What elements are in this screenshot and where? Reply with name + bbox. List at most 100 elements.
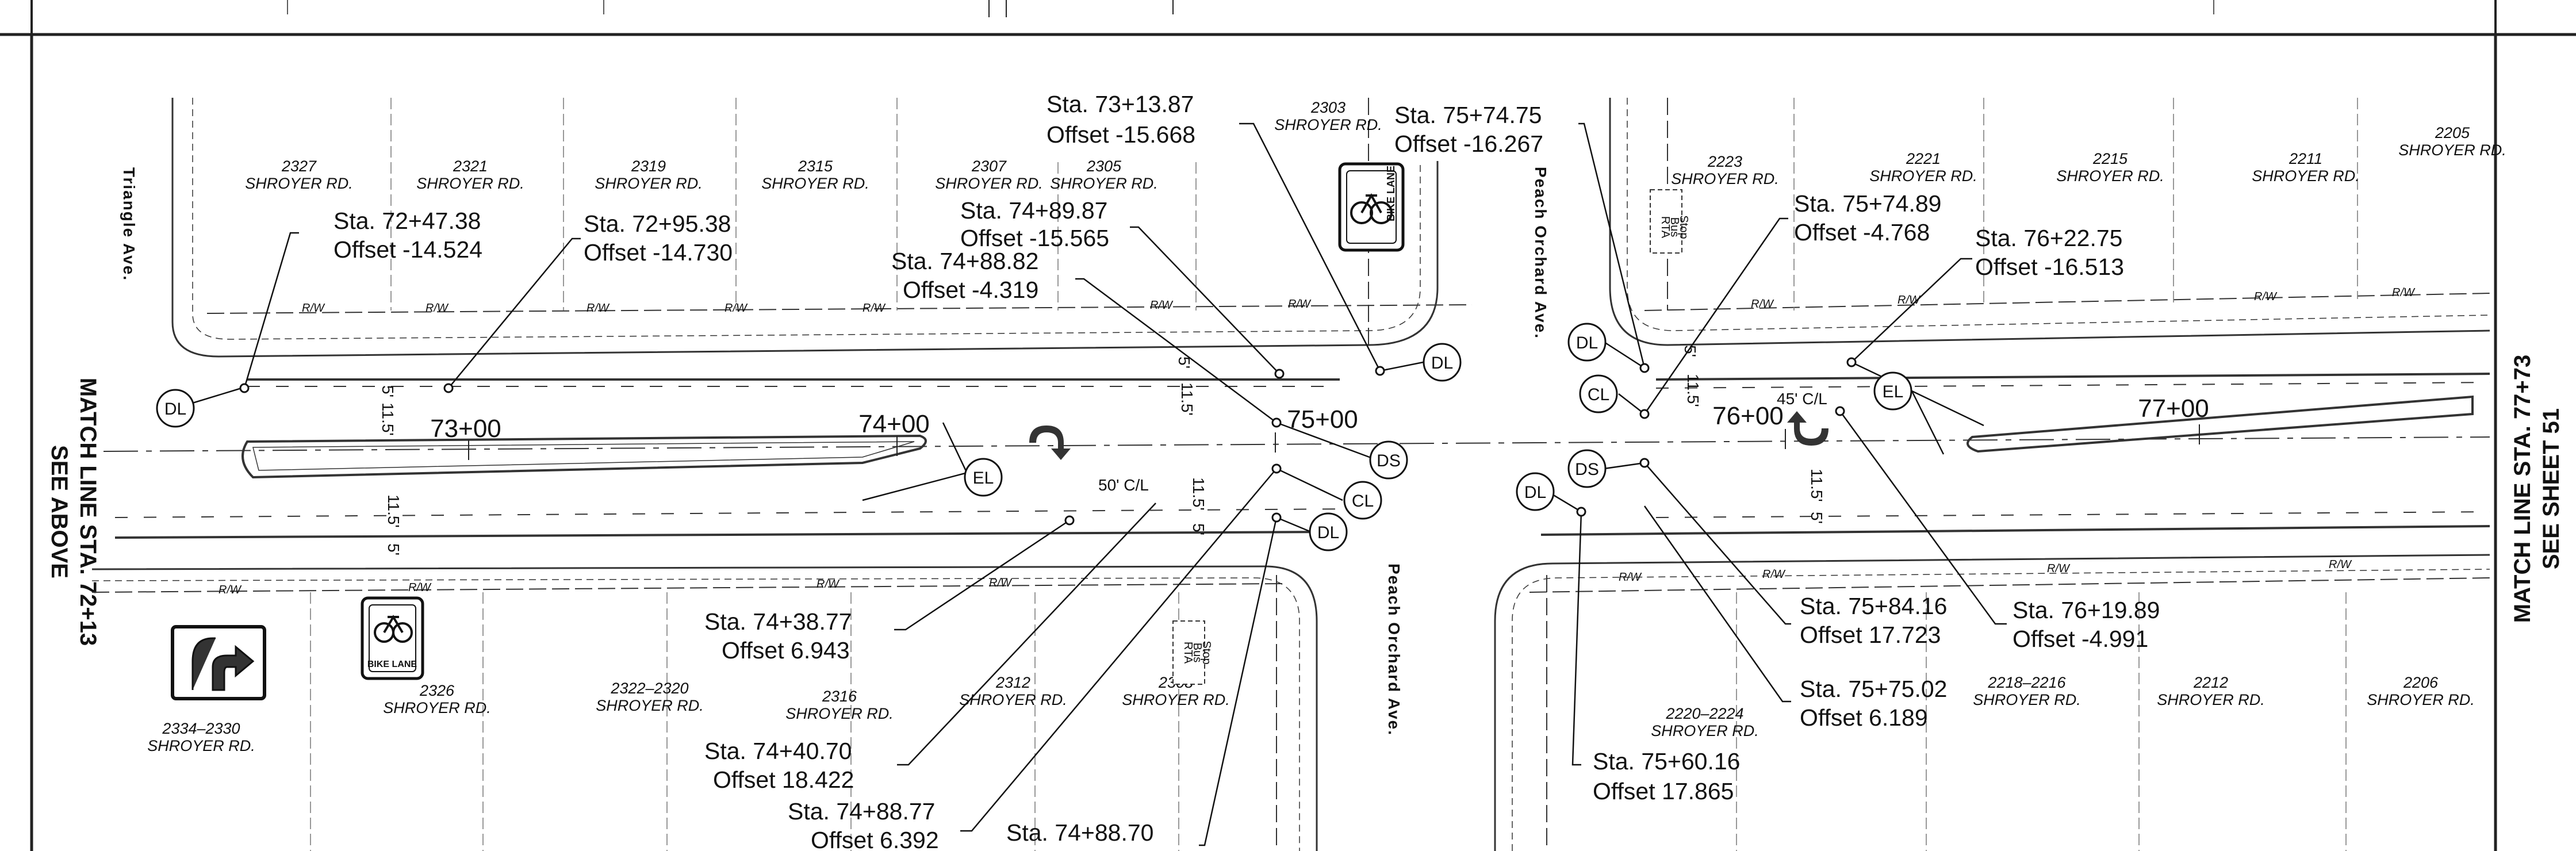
- callout: Sta. 76+22.75 Offset -16.513: [1975, 225, 2124, 280]
- bubble-label: EL: [973, 469, 994, 488]
- rw-label: R/W: [816, 578, 840, 591]
- bubble-dl: DL: [156, 389, 195, 428]
- callout-offset: Offset -14.730: [584, 239, 733, 266]
- match-line-right-1: MATCH LINE STA. 77+73: [2510, 355, 2535, 623]
- addr-street: SHROYER RD.: [1973, 691, 2081, 708]
- dimension-labels: 5' 11.5' 11.5' 5' 5' 11.5' 11.5' 5' 5' 1…: [379, 345, 1827, 555]
- station-label: 73+00: [430, 415, 501, 443]
- callout: Sta. 74+38.77 Offset 6.943: [704, 608, 852, 664]
- addr-street: SHROYER RD.: [1050, 175, 1158, 192]
- callout: Sta. 75+84.16 Offset 17.723: [1800, 593, 1947, 648]
- dim-45-cl: 45' C/L: [1777, 390, 1827, 408]
- addr-street: SHROYER RD.: [2398, 141, 2506, 159]
- rw-label: R/W: [989, 577, 1013, 589]
- parcel-lines-south: [310, 592, 2347, 851]
- addr-num: 2319: [631, 158, 666, 175]
- rw-label: R/W: [2254, 290, 2278, 303]
- point-markers: [239, 357, 1857, 526]
- addr-num: 2321: [453, 158, 488, 175]
- callout-sta: Sta. 74+40.70: [704, 738, 852, 764]
- addr-street: SHROYER RD.: [785, 705, 894, 722]
- addr-num: 2316: [822, 688, 857, 705]
- bike-lane-sign-south: BIKE LANE: [361, 596, 424, 680]
- callout: Sta. 74+88.70: [1006, 819, 1153, 846]
- addr-street: SHROYER RD.: [2367, 691, 2475, 708]
- dim-50-cl: 50' C/L: [1098, 476, 1149, 494]
- callout-sta: Sta. 74+89.87: [960, 197, 1107, 224]
- rw-label: R/W: [425, 302, 449, 315]
- road-linework: [91, 98, 2490, 851]
- addr-num: 2303: [1310, 99, 1346, 116]
- callout-offset: Offset -16.513: [1975, 254, 2124, 280]
- callout-sta: Sta. 76+22.75: [1975, 225, 2122, 251]
- callout: Sta. 75+75.02 Offset 6.189: [1800, 676, 1947, 731]
- station-ticks: [468, 424, 2200, 460]
- callout-sta: Sta. 74+88.70: [1006, 819, 1153, 846]
- callout-offset: Offset 6.392: [811, 827, 939, 851]
- addr-num: 2334–2330: [162, 720, 240, 737]
- addr-street: SHROYER RD.: [147, 737, 255, 754]
- rw-label: R/W: [1897, 294, 1921, 306]
- callout-sta: Sta. 75+74.89: [1794, 190, 1941, 217]
- rw-labels: R/W R/W R/W R/W R/W R/W R/W R/W R/W R/W …: [218, 286, 2416, 596]
- addr-street: SHROYER RD.: [245, 175, 353, 192]
- callout-offset: Offset -14.524: [334, 236, 482, 263]
- bubble-label: DL: [1317, 523, 1339, 542]
- addr-num: 2326: [419, 682, 455, 699]
- bubble-label: DL: [1524, 483, 1546, 502]
- callout-offset: Offset -15.668: [1046, 121, 1195, 148]
- callout: Sta. 76+19.89 Offset -4.991: [2012, 597, 2160, 652]
- callout-sta: Sta. 74+88.77: [788, 798, 935, 825]
- addr-street: SHROYER RD.: [1274, 116, 1382, 133]
- rta-line-3: Stop: [1200, 641, 1213, 664]
- callout-offset: Offset -15.565: [960, 225, 1109, 251]
- rw-label: R/W: [2392, 286, 2416, 299]
- callout: Sta. 72+47.38 Offset -14.524: [334, 208, 482, 263]
- dim-5ft: 5': [1175, 356, 1193, 369]
- addr-num: 2205: [2435, 124, 2470, 141]
- dim-11-5ft: 11.5': [385, 494, 402, 528]
- callout-offset: Offset 17.865: [1593, 778, 1734, 804]
- bubble-label: CL: [1352, 492, 1374, 511]
- dim-5ft: 5': [1808, 512, 1826, 524]
- addresses-north: 2327 SHROYER RD. 2321 SHROYER RD. 2319 S…: [245, 99, 2506, 192]
- addr-num: 2312: [995, 674, 1030, 691]
- addr-street: SHROYER RD.: [1869, 167, 1977, 185]
- station-label: 75+00: [1287, 405, 1358, 434]
- dim-5ft: 5': [385, 543, 402, 555]
- rta-bus-stop-south: RTA Bus Stop: [1172, 620, 1213, 685]
- dim-11-5ft: 11.5': [1190, 477, 1208, 511]
- rw-label: R/W: [2329, 558, 2352, 571]
- callout: Sta. 74+89.87 Offset -15.565: [960, 197, 1109, 251]
- addr-num: 2212: [2193, 674, 2228, 691]
- callout-offset: Offset -4.768: [1794, 219, 1930, 246]
- bubble-dl: DL: [1423, 343, 1462, 382]
- addr-num: 2322–2320: [610, 680, 688, 697]
- rw-label: R/W: [724, 302, 748, 315]
- addr-street: SHROYER RD.: [959, 691, 1067, 708]
- bubble-dl: DL: [1309, 512, 1348, 551]
- callout-offset: Offset 6.943: [722, 637, 850, 664]
- rw-label: R/W: [1762, 568, 1786, 581]
- rw-label: R/W: [862, 302, 886, 315]
- addr-num: 2215: [2092, 150, 2128, 167]
- callout-offset: Offset -4.991: [2012, 626, 2148, 652]
- bike-lane-sign-north: BIKE LANE: [1338, 162, 1405, 252]
- dim-11-5ft: 11.5': [379, 402, 397, 436]
- rta-bus-stop-north: RTA Bus Stop: [1650, 189, 1690, 254]
- addr-street: SHROYER RD.: [595, 175, 703, 192]
- bubble-dl: DL: [1516, 472, 1555, 511]
- rw-label: R/W: [1288, 298, 1312, 310]
- rw-label: R/W: [586, 302, 610, 315]
- addr-street: SHROYER RD.: [935, 175, 1043, 192]
- addr-num: 2211: [2288, 150, 2322, 167]
- callout-sta: Sta. 75+75.02: [1800, 676, 1947, 702]
- rta-line-3: Stop: [1677, 215, 1690, 239]
- addr-street: SHROYER RD.: [2157, 691, 2265, 708]
- callout: Sta. 74+40.70 Offset 18.422: [704, 738, 854, 793]
- rw-label: R/W: [1619, 571, 1642, 584]
- bubble-ds: DS: [1369, 440, 1408, 480]
- dim-5ft: 5': [379, 385, 397, 397]
- match-line-right-2: SEE SHEET 51: [2539, 408, 2564, 569]
- callout: Sta. 75+60.16 Offset 17.865: [1593, 748, 1740, 804]
